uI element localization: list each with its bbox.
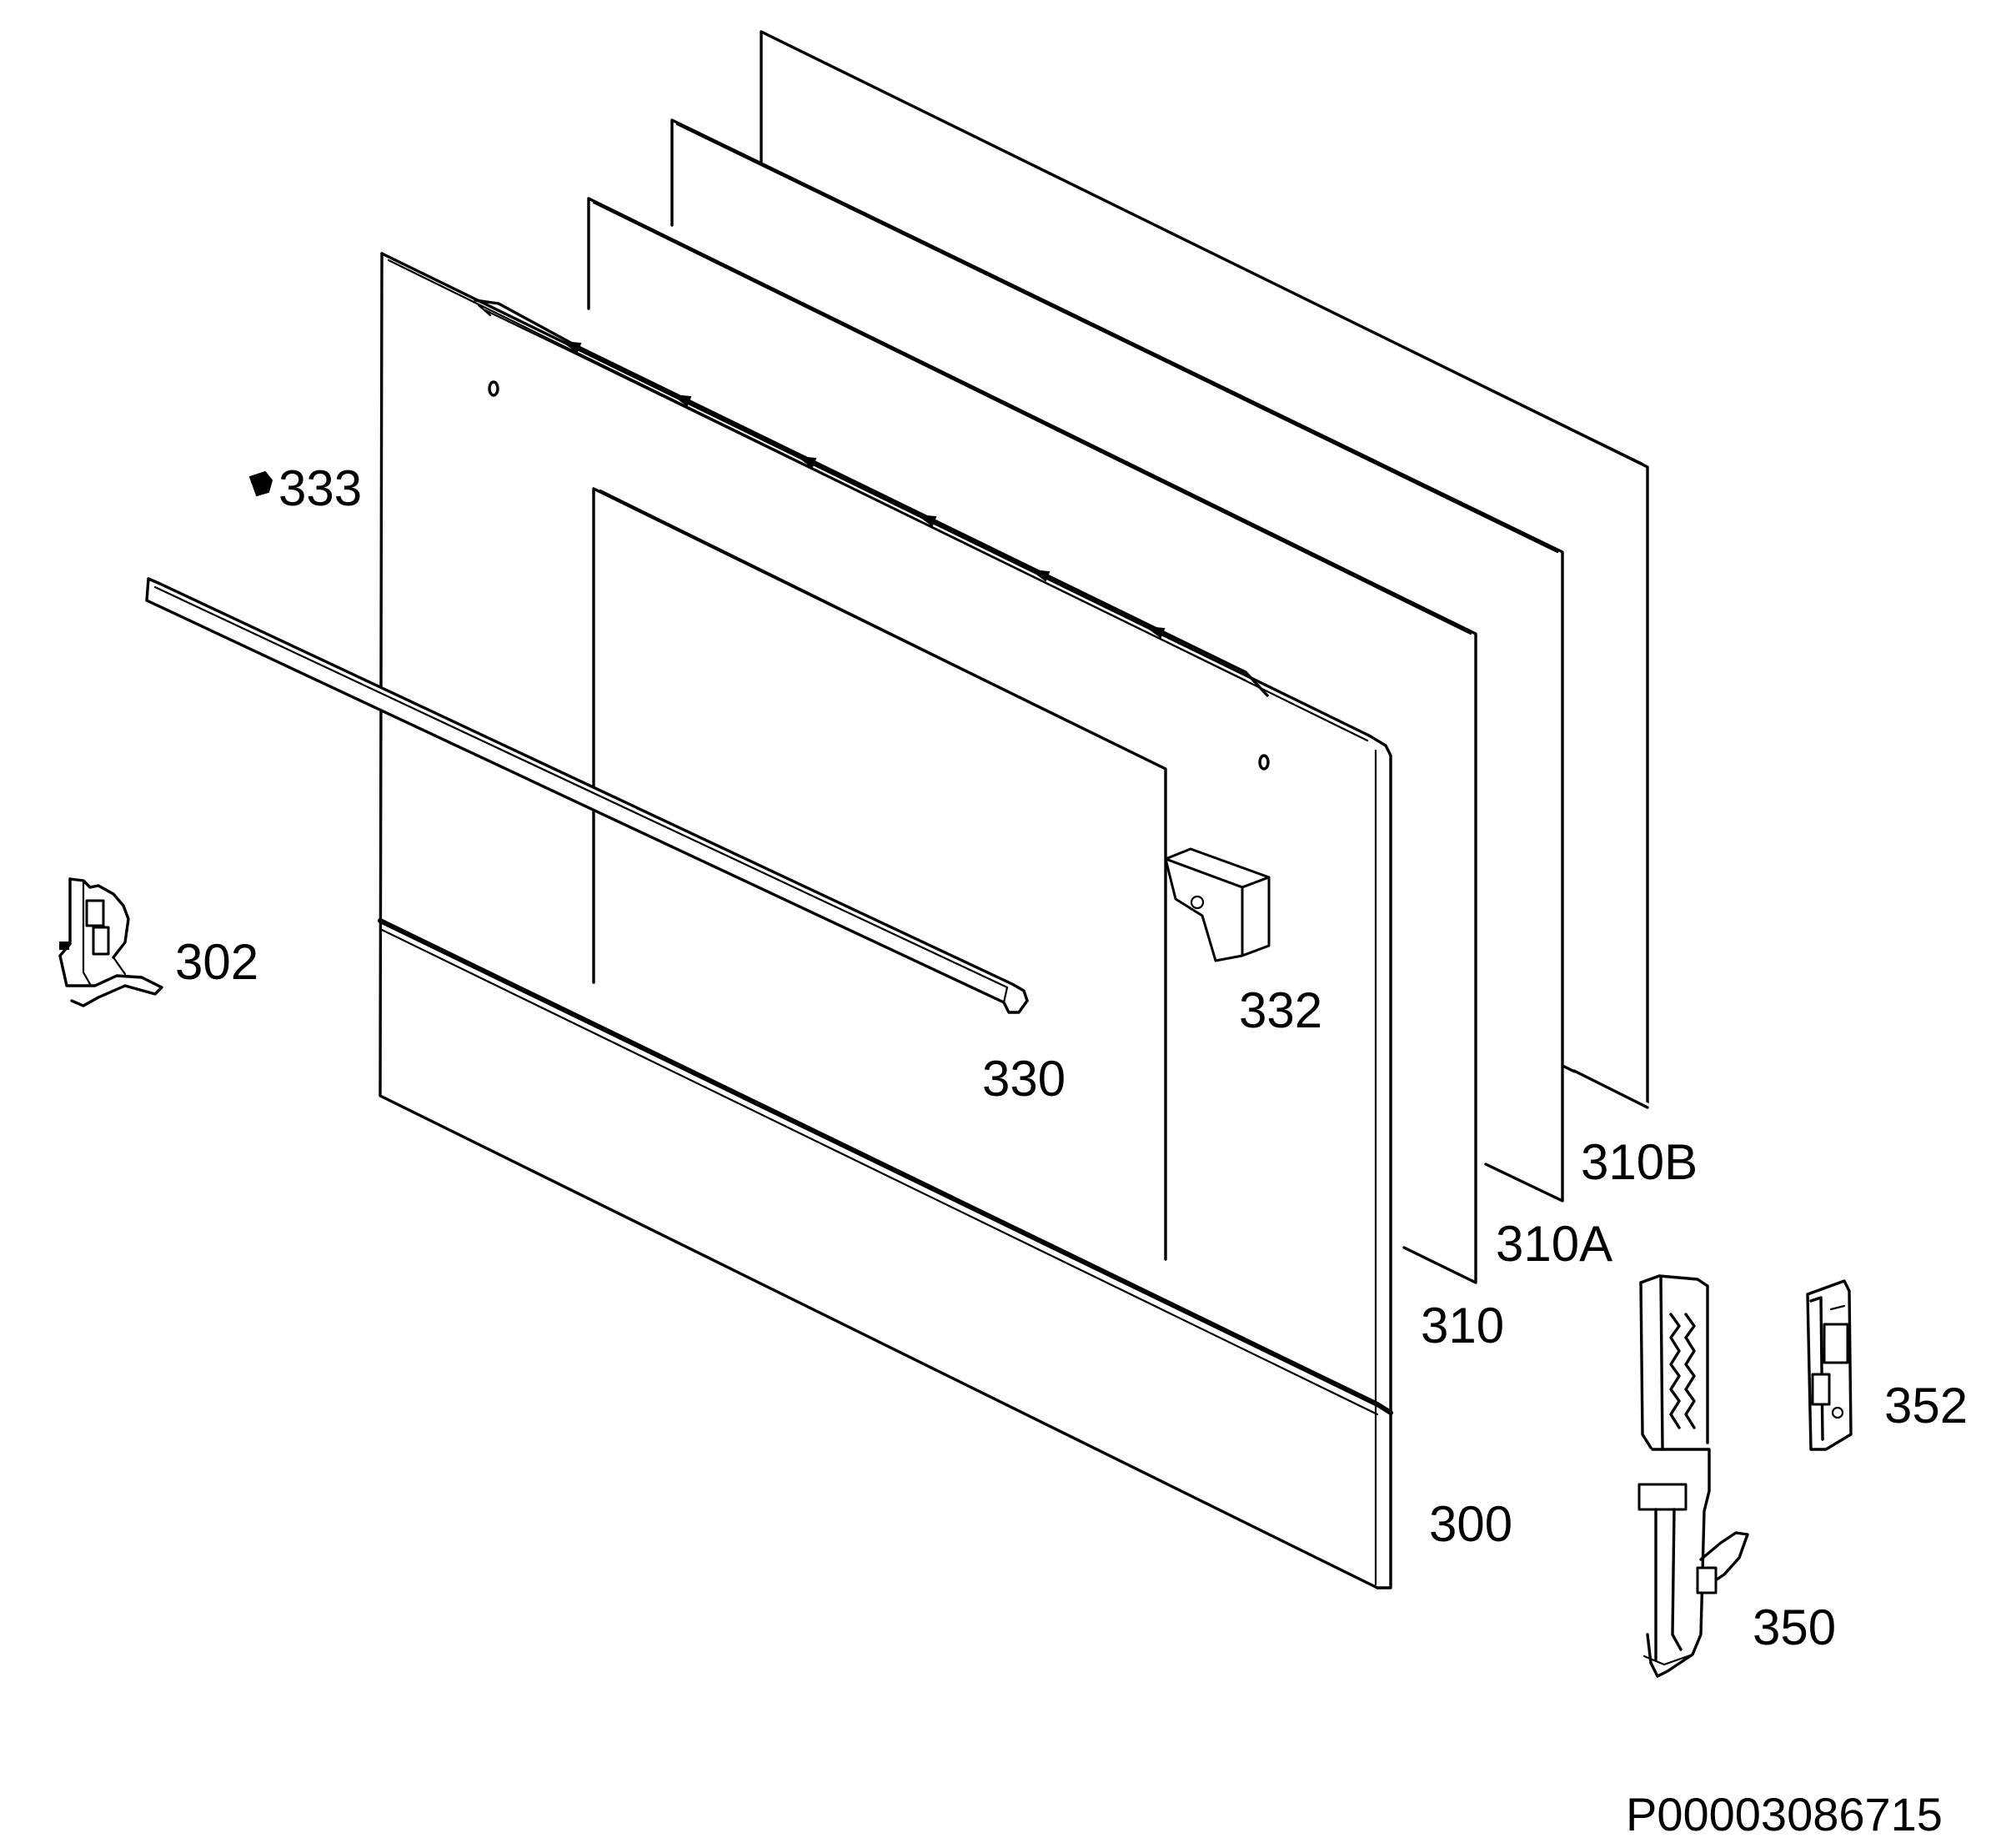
- screw-hole-left: [488, 380, 499, 397]
- trim-clip-notches: [560, 340, 1166, 639]
- screw-hole-right: [1258, 754, 1270, 771]
- part-label-332: 332: [1239, 982, 1323, 1038]
- part-label-310a: 310A: [1496, 1216, 1613, 1272]
- part-label-350: 350: [1753, 1599, 1837, 1655]
- part-label-330: 330: [982, 1051, 1066, 1107]
- part-label-310b: 310B: [1581, 1134, 1698, 1190]
- drawing-id: P00003086715: [1626, 1788, 1943, 1840]
- part-label-333: 333: [278, 460, 363, 516]
- part-label-300: 300: [1429, 1496, 1513, 1552]
- door-frame-300: [378, 252, 1393, 1589]
- part-label-302: 302: [175, 934, 259, 990]
- part-label-310: 310: [1421, 1298, 1505, 1353]
- block-part-332: [1164, 847, 1271, 962]
- door-handle-330: [145, 577, 1029, 1014]
- hinge-350: [1637, 1274, 1749, 1678]
- hinge-receiver-302: [58, 877, 163, 1007]
- screw-333: [248, 470, 273, 497]
- part-label-352: 352: [1884, 1378, 1968, 1434]
- hinge-bracket-352: [1806, 1279, 1853, 1451]
